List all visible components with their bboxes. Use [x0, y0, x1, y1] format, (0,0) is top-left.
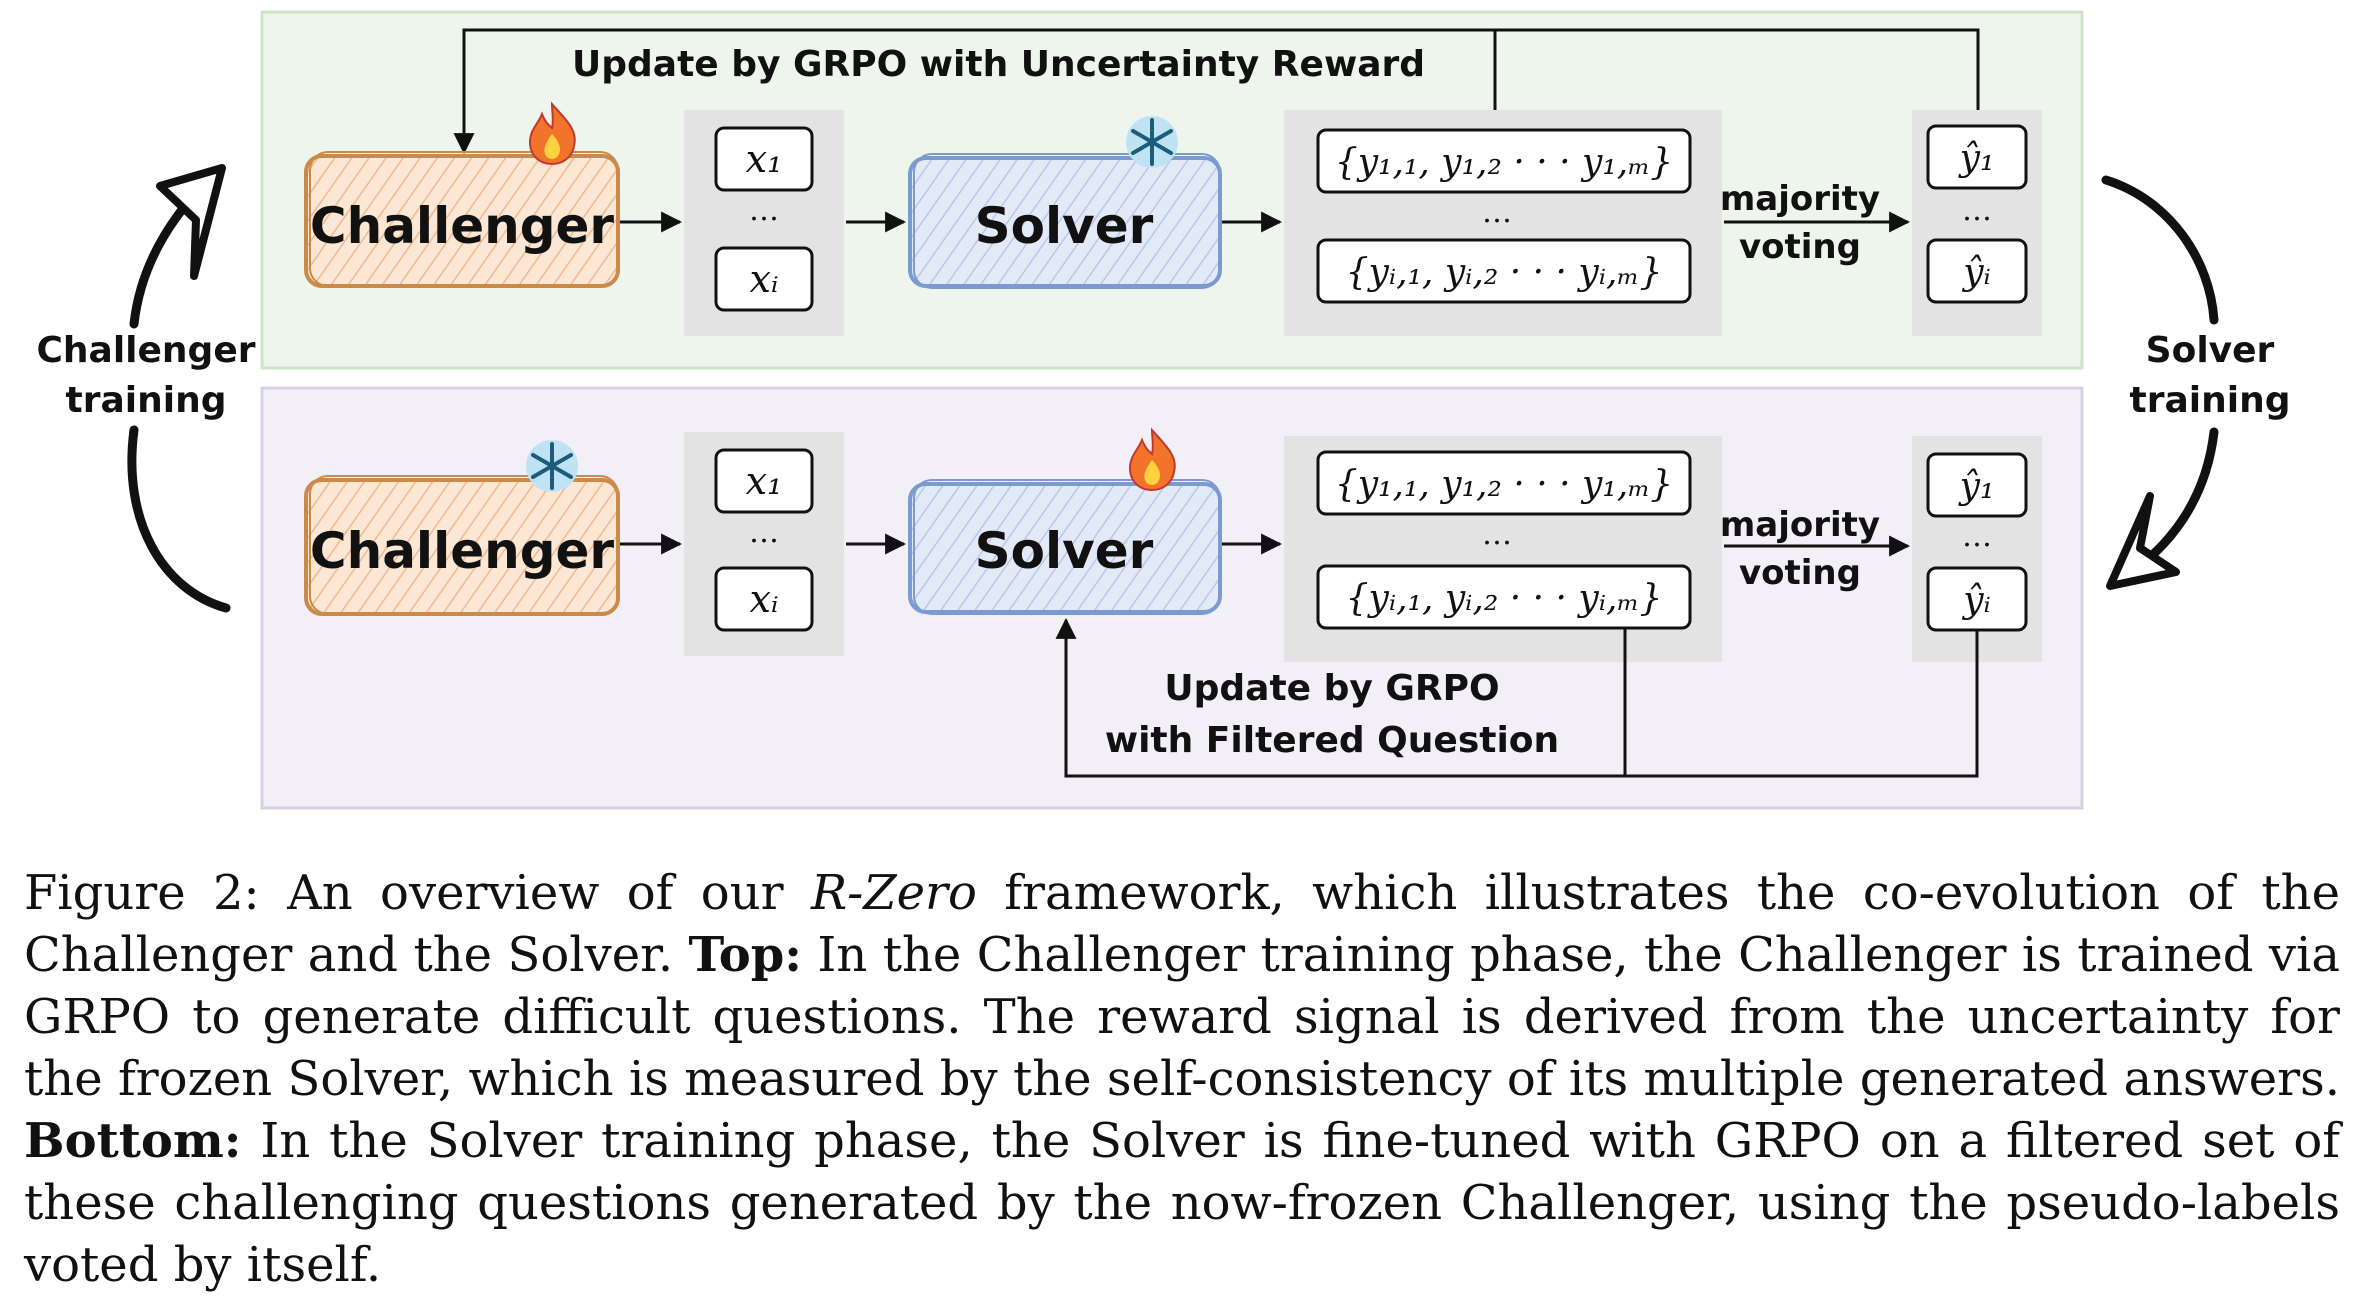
top-answers-ellipsis: …: [1482, 195, 1512, 230]
bottom-pseudo-label-1: ŷ₁: [1926, 452, 2028, 518]
down-arrow-icon: [2106, 492, 2180, 590]
framework-diagram: Update by GRPO with Uncertainty Reward C…: [36, 10, 2291, 810]
up-arrow-icon: [156, 164, 226, 280]
svg-text:{y₁,₁, y₁,₂ · · · y₁,ₘ}: {y₁,₁, y₁,₂ · · · y₁,ₘ}: [1335, 464, 1673, 505]
bottom-challenger-box: Challenger: [304, 475, 620, 616]
fire-icon: [1128, 427, 1176, 492]
caption-part2: framework, which illustrates the co-evol…: [24, 865, 2340, 983]
bottom-question-i: xᵢ: [714, 566, 814, 632]
top-panel: Update by GRPO with Uncertainty Reward C…: [260, 10, 2084, 370]
bottom-update-arrow: [1055, 617, 1979, 778]
bottom-answer-set-i: {yᵢ,₁, yᵢ,₂ · · · yᵢ,ₘ}: [1316, 564, 1692, 630]
top-solver-label: Solver: [975, 197, 1154, 255]
left-cycle-label-1: Challenger: [36, 330, 255, 371]
right-cycle-label-2: training: [2130, 380, 2291, 421]
top-vote-label-1: majority: [1720, 179, 1880, 219]
solver-training-cycle: Solver training: [2101, 175, 2291, 590]
svg-text:{yᵢ,₁, yᵢ,₂ · · · yᵢ,ₘ}: {yᵢ,₁, yᵢ,₂ · · · yᵢ,ₘ}: [1346, 578, 1663, 619]
svg-text:ŷᵢ: ŷᵢ: [1961, 252, 1991, 293]
top-solver-box: Solver: [908, 153, 1222, 289]
bottom-pseudo-label-i: ŷᵢ: [1926, 566, 2028, 632]
svg-text:{yᵢ,₁, yᵢ,₂ · · · yᵢ,ₘ}: {yᵢ,₁, yᵢ,₂ · · · yᵢ,ₘ}: [1346, 252, 1663, 293]
bottom-answer-set-1: {y₁,₁, y₁,₂ · · · y₁,ₘ}: [1316, 450, 1692, 516]
right-cycle-label-1: Solver: [2146, 330, 2275, 371]
diagram-canvas: Update by GRPO with Uncertainty Reward C…: [36, 10, 2291, 810]
caption-top-label: Top:: [688, 927, 803, 983]
bottom-panel: Challenger x₁ … xᵢ Solver: [260, 386, 2084, 810]
svg-text:{y₁,₁, y₁,₂ · · · y₁,ₘ}: {y₁,₁, y₁,₂ · · · y₁,ₘ}: [1335, 142, 1673, 183]
bottom-question-1: x₁: [714, 448, 814, 514]
top-update-arrow: [453, 28, 1980, 155]
bottom-solver-box: Solver: [908, 479, 1222, 615]
caption-framework-name: R-Zero: [810, 865, 977, 921]
snowflake-icon: [526, 440, 578, 492]
top-challenger-box: Challenger: [304, 151, 620, 288]
top-question-i: xᵢ: [714, 246, 814, 312]
top-vote-label-2: voting: [1739, 227, 1861, 267]
bottom-solver-label: Solver: [975, 522, 1154, 580]
top-pseudo-label-i: ŷᵢ: [1926, 238, 2028, 304]
caption-bottom-text: In the Solver training phase, the Solver…: [24, 1113, 2340, 1293]
caption-part1: An overview of our: [259, 865, 811, 921]
bottom-challenger-label: Challenger: [310, 522, 615, 580]
bottom-pseudo-ellipsis: …: [1962, 519, 1992, 554]
top-questions-ellipsis: …: [749, 193, 779, 228]
bottom-answers-ellipsis: …: [1482, 517, 1512, 552]
svg-text:xᵢ: xᵢ: [749, 577, 778, 621]
bottom-update-label-2: with Filtered Question: [1105, 720, 1559, 761]
bottom-vote-label-1: majority: [1720, 505, 1880, 545]
svg-text:ŷ₁: ŷ₁: [1958, 466, 1995, 507]
bottom-questions-ellipsis: …: [749, 515, 779, 550]
caption-top-text: In the Challenger training phase, the Ch…: [24, 927, 2341, 1107]
bottom-vote-label-2: voting: [1739, 553, 1861, 593]
svg-text:ŷᵢ: ŷᵢ: [1961, 580, 1991, 621]
left-cycle-label-2: training: [66, 380, 227, 421]
svg-text:x₁: x₁: [746, 459, 783, 503]
caption-figure-label: Figure 2:: [24, 865, 260, 921]
snowflake-icon: [1126, 116, 1178, 168]
fire-icon: [528, 101, 576, 166]
challenger-training-cycle: Challenger training: [36, 164, 256, 613]
figure-caption: Figure 2: An overview of our R-Zero fram…: [24, 862, 2340, 1296]
top-update-label: Update by GRPO with Uncertainty Reward: [572, 44, 1425, 85]
bottom-update-label-1: Update by GRPO: [1164, 668, 1499, 709]
caption-bottom-label: Bottom:: [24, 1113, 242, 1169]
top-challenger-label: Challenger: [310, 197, 615, 255]
top-answer-set-1: {y₁,₁, y₁,₂ · · · y₁,ₘ}: [1316, 128, 1692, 194]
top-pseudo-ellipsis: …: [1962, 193, 1992, 228]
svg-text:ŷ₁: ŷ₁: [1958, 138, 1995, 179]
top-answer-set-i: {yᵢ,₁, yᵢ,₂ · · · yᵢ,ₘ}: [1316, 238, 1692, 304]
svg-text:xᵢ: xᵢ: [749, 257, 778, 301]
top-question-1: x₁: [714, 126, 814, 192]
top-pseudo-label-1: ŷ₁: [1926, 124, 2028, 190]
svg-text:x₁: x₁: [746, 137, 783, 181]
